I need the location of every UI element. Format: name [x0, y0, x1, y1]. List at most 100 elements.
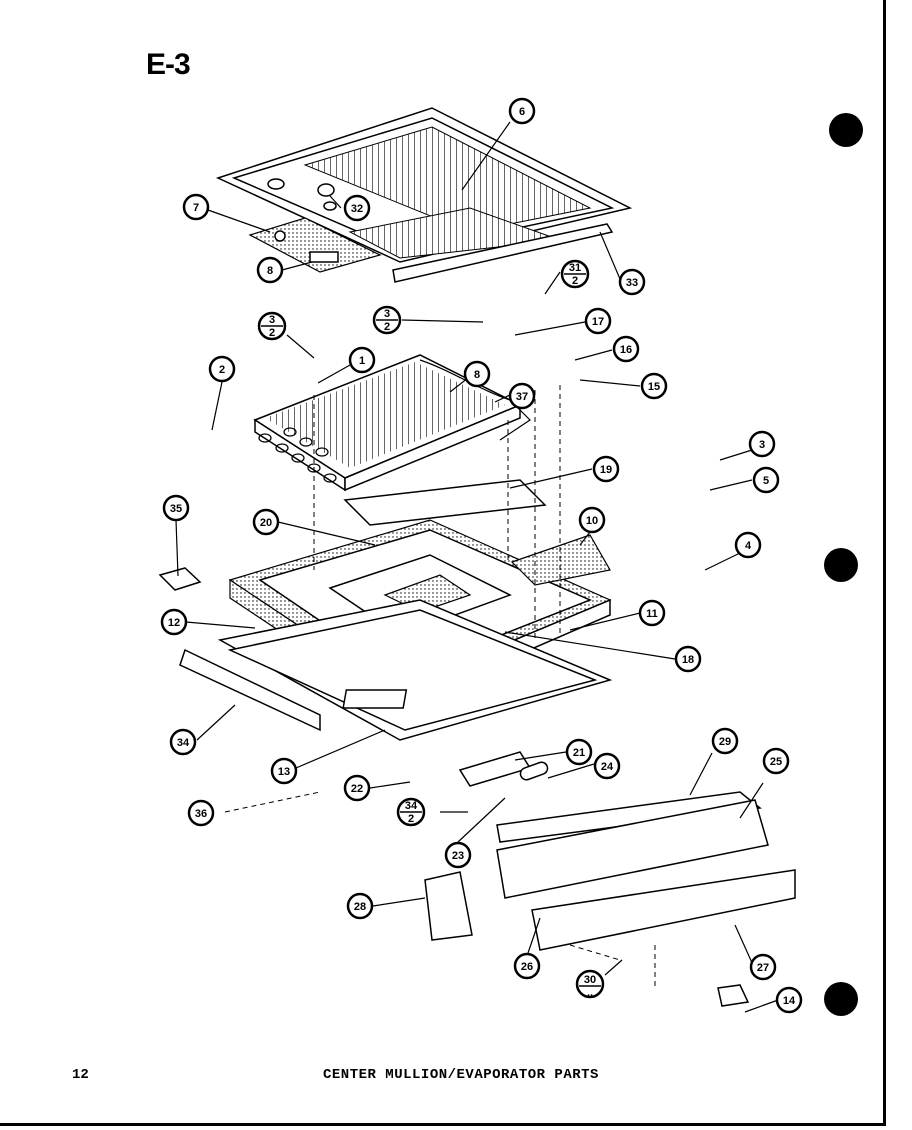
callout-17: 17	[584, 307, 612, 335]
svg-text:34: 34	[405, 800, 418, 812]
callout-15: 15	[640, 372, 668, 400]
svg-text:18: 18	[682, 654, 694, 666]
svg-text:34: 34	[177, 737, 190, 749]
callout-18: 18	[674, 645, 702, 673]
svg-text:32: 32	[351, 203, 363, 215]
svg-text:25: 25	[770, 756, 782, 768]
svg-text:1: 1	[359, 355, 365, 367]
callout-25: 25	[762, 747, 790, 775]
page-number: 12	[72, 1067, 89, 1083]
callout-20: 20	[252, 508, 280, 536]
callout-6: 6	[508, 97, 536, 125]
leader-lines	[175, 121, 779, 1013]
rail-part	[179, 648, 321, 732]
svg-text:10: 10	[586, 515, 598, 527]
callout-26: 26	[513, 952, 541, 980]
svg-text:14: 14	[783, 995, 796, 1007]
svg-text:5: 5	[763, 475, 769, 487]
svg-text:2: 2	[219, 364, 225, 376]
exploded-parts-diagram: 6 32 7 8 33 312 32 17 16 15 32 1 2 8 37 …	[158, 97, 803, 1014]
svg-text:28: 28	[354, 901, 366, 913]
svg-text:..: ..	[587, 987, 593, 999]
svg-text:37: 37	[516, 391, 528, 403]
svg-text:2: 2	[408, 813, 414, 825]
mullion-plate-part	[248, 217, 382, 273]
binder-hole-top	[829, 113, 863, 147]
bracket-part	[158, 567, 202, 591]
callout-33: 33	[618, 268, 646, 296]
callout-13: 13	[270, 757, 298, 785]
svg-text:7: 7	[193, 202, 199, 214]
svg-text:15: 15	[648, 381, 660, 393]
svg-text:23: 23	[452, 850, 464, 862]
evaporator-coil-part	[253, 354, 531, 492]
svg-text:6: 6	[519, 106, 525, 118]
svg-text:4: 4	[745, 540, 752, 552]
svg-text:8: 8	[474, 369, 480, 381]
callout-3-over-2-b: 32	[257, 311, 287, 341]
page-border	[0, 0, 886, 1126]
callout-30: 30..	[575, 969, 605, 999]
callout-28: 28	[346, 892, 374, 920]
callout-22: 22	[343, 774, 371, 802]
svg-text:2: 2	[269, 327, 275, 339]
svg-text:2: 2	[572, 275, 578, 287]
svg-text:20: 20	[260, 517, 272, 529]
callout-8-coil: 8	[463, 360, 491, 388]
svg-text:8: 8	[267, 265, 273, 277]
callout-34: 34	[169, 728, 197, 756]
binder-hole-bottom	[824, 982, 858, 1016]
svg-text:13: 13	[278, 766, 290, 778]
binder-hole-middle	[824, 548, 858, 582]
svg-text:36: 36	[195, 808, 207, 820]
callout-8: 8	[256, 256, 284, 284]
figure-caption: CENTER MULLION/EVAPORATOR PARTS	[323, 1067, 599, 1083]
svg-text:11: 11	[646, 608, 658, 620]
svg-text:24: 24	[601, 761, 614, 773]
svg-text:12: 12	[168, 617, 180, 629]
callout-4: 4	[734, 531, 762, 559]
callout-21: 21	[565, 738, 593, 766]
svg-text:19: 19	[600, 464, 612, 476]
callout-37: 37	[508, 382, 536, 410]
callout-35: 35	[162, 494, 190, 522]
section-id: E-3	[146, 48, 191, 81]
svg-text:27: 27	[757, 962, 769, 974]
alignment-lines	[313, 385, 656, 990]
callout-24: 24	[593, 752, 621, 780]
callout-16: 16	[612, 335, 640, 363]
callout-7: 7	[182, 193, 210, 221]
callout-11: 11	[638, 599, 666, 627]
svg-text:29: 29	[719, 736, 731, 748]
callout-3: 3	[748, 430, 776, 458]
bottom-plate-part	[217, 599, 613, 741]
callout-1: 1	[348, 346, 376, 374]
callout-23: 23	[444, 841, 472, 869]
callout-31-over-2: 312	[560, 259, 590, 289]
callout-2: 2	[208, 355, 236, 383]
callout-32: 32	[343, 194, 371, 222]
callout-14: 14	[775, 986, 803, 1014]
svg-text:21: 21	[573, 747, 585, 759]
svg-text:30: 30	[584, 974, 596, 986]
svg-text:22: 22	[351, 783, 363, 795]
svg-text:35: 35	[170, 503, 182, 515]
svg-text:3: 3	[759, 439, 765, 451]
callout-36: 36	[187, 799, 215, 827]
svg-text:31: 31	[569, 262, 581, 274]
callout-3-over-2-a: 32	[372, 305, 402, 335]
svg-text:2: 2	[384, 321, 390, 333]
callout-19: 19	[592, 455, 620, 483]
svg-text:16: 16	[620, 344, 632, 356]
callout-5: 5	[752, 466, 780, 494]
callout-12: 12	[160, 608, 188, 636]
insulation-part	[510, 534, 611, 586]
svg-text:26: 26	[521, 961, 533, 973]
callout-27: 27	[749, 953, 777, 981]
svg-text:3: 3	[269, 314, 275, 326]
svg-text:33: 33	[626, 277, 638, 289]
callout-10: 10	[578, 506, 606, 534]
evaporator-cover-part	[215, 107, 633, 263]
trim-strip-part	[392, 223, 614, 283]
svg-text:17: 17	[592, 316, 604, 328]
